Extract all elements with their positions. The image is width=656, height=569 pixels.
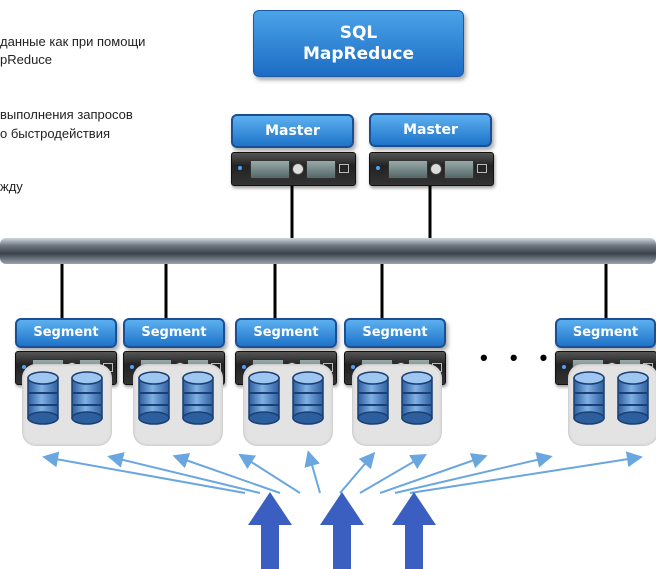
segment-box-4: Segment <box>344 318 446 348</box>
title-line-1: SQL <box>339 23 378 43</box>
server-icon <box>369 152 494 186</box>
text-line-3: выполнения запросов <box>0 107 133 122</box>
database-icon <box>248 371 280 425</box>
database-icon <box>573 371 605 425</box>
database-icon <box>71 371 103 425</box>
master-box-1: Master <box>231 114 354 148</box>
database-icon <box>138 371 170 425</box>
database-icon <box>27 371 59 425</box>
database-icon <box>182 371 214 425</box>
server-icon <box>231 152 356 186</box>
sql-mapreduce-box: SQL MapReduce <box>253 10 464 77</box>
database-icon <box>401 371 433 425</box>
database-icon <box>617 371 649 425</box>
title-line-2: MapReduce <box>302 44 415 64</box>
load-arrows <box>42 450 643 494</box>
segment-box-1: Segment <box>15 318 117 348</box>
text-line-4: о быстродействия <box>0 126 110 141</box>
segment-box-2: Segment <box>123 318 225 348</box>
text-line-1: данные как при помощи <box>0 34 146 49</box>
text-line-5: жду <box>0 179 23 194</box>
network-bus <box>0 238 656 264</box>
segment-box-5: Segment <box>555 318 656 348</box>
big-up-arrows <box>248 492 436 569</box>
text-line-2: pReduce <box>0 52 53 67</box>
database-icon <box>357 371 389 425</box>
database-icon <box>292 371 324 425</box>
master-box-2: Master <box>369 113 492 147</box>
segment-box-3: Segment <box>235 318 337 348</box>
ellipsis: • • • <box>480 345 556 370</box>
